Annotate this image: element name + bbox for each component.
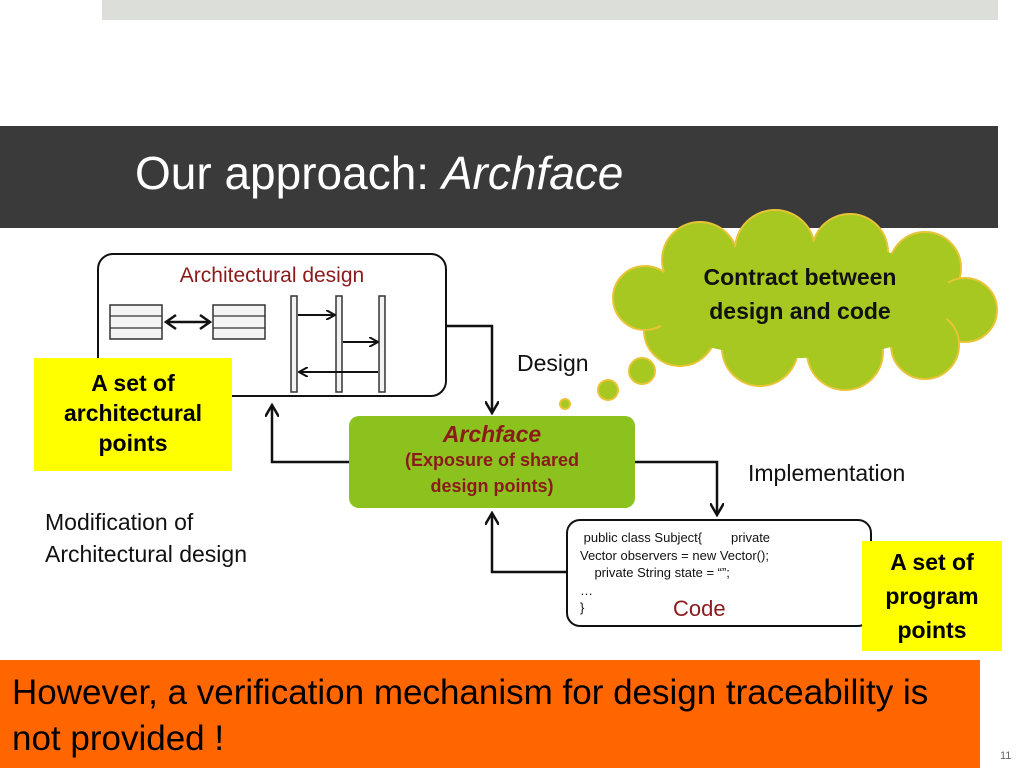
modification-label: Modification of Architectural design <box>45 506 247 570</box>
archface-box: Archface (Exposure of shared design poin… <box>349 416 635 508</box>
code-label: Code <box>673 596 726 621</box>
title-band <box>0 126 998 228</box>
architectural-points-line: architectural <box>63 400 203 426</box>
modification-line: Modification of <box>45 509 194 535</box>
code-line: private String state = “”; <box>580 565 730 580</box>
slide-title-emphasis: Archface <box>441 147 624 199</box>
architectural-points-line: A set of <box>91 370 175 396</box>
code-line: } <box>580 600 585 615</box>
program-points-line: points <box>897 617 967 643</box>
slide-title-prefix: Our approach: <box>135 147 442 199</box>
component-link-arrow <box>163 313 213 331</box>
implementation-flow-arrow <box>635 460 717 514</box>
contract-cloud-text: Contract between design and code <box>660 260 940 328</box>
note-text: However, a verification mechanism for de… <box>12 673 929 758</box>
architectural-design-box <box>97 253 447 397</box>
sequence-lifeline-icon <box>290 295 386 393</box>
program-points-callout: A set of program points <box>862 541 1002 651</box>
design-flow-arrow <box>447 324 492 412</box>
program-points-line: A set of <box>890 549 974 575</box>
architectural-design-title: Architectural design <box>179 264 365 287</box>
note-banner: However, a verification mechanism for de… <box>0 660 980 768</box>
slide-number: 11 <box>1000 750 1012 762</box>
implementation-label: Implementation <box>748 460 906 486</box>
design-label: Design <box>517 350 589 376</box>
contract-cloud-line: design and code <box>709 298 891 324</box>
contract-cloud-line: Contract between <box>703 264 897 290</box>
thought-cloud-body <box>645 242 955 358</box>
code-line: Vector observers = new Vector(); <box>580 547 769 563</box>
sequence-messages <box>298 315 378 372</box>
modification-flow-arrow <box>272 406 349 464</box>
program-points-line: program <box>885 583 979 609</box>
slide-title: Our approach: Archface <box>135 146 623 200</box>
top-decor-bar <box>102 0 998 20</box>
code-line: … <box>580 582 593 598</box>
code-line: public class Subject{ private <box>580 530 771 545</box>
architectural-points-callout: A set of architectural points <box>34 358 232 471</box>
code-snippet: public class Subject{ private Vector obs… <box>580 529 770 617</box>
modification-line: Architectural design <box>45 541 247 567</box>
code-box <box>566 519 872 627</box>
archface-subtitle: (Exposure of shared <box>404 450 580 470</box>
archface-subtitle: design points) <box>430 476 554 496</box>
code-feedback-arrow <box>492 514 566 574</box>
architectural-points-line: points <box>98 430 168 456</box>
archface-title: Archface <box>442 421 542 447</box>
component-icon <box>109 304 266 340</box>
